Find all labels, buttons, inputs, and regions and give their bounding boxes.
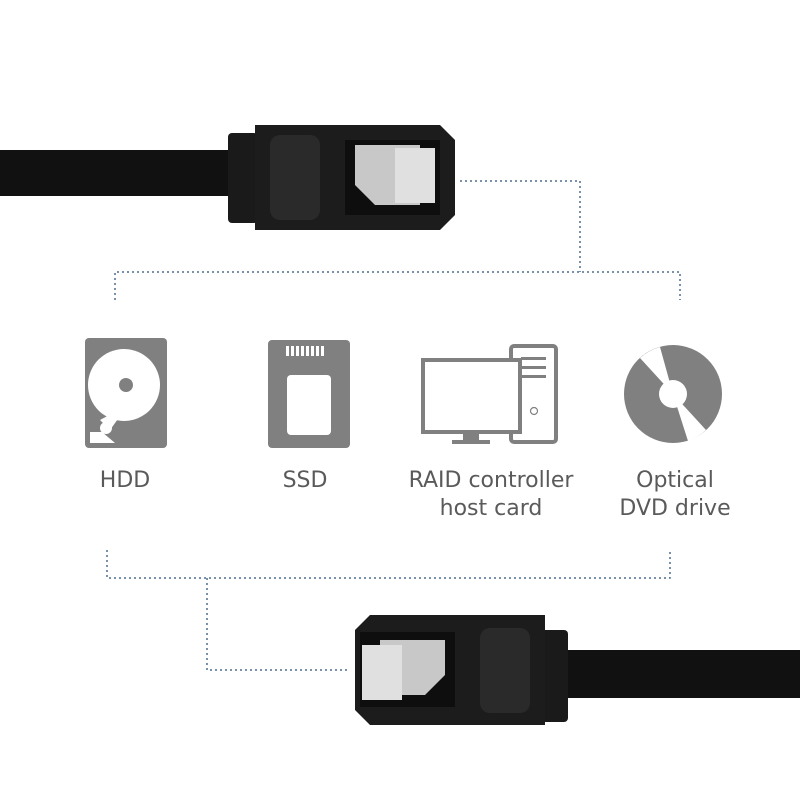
computer-icon [421, 344, 558, 444]
raid-label-line1: RAID controller [408, 468, 574, 493]
optical-disc-icon [624, 345, 722, 443]
raid-label-line2: host card [439, 496, 543, 521]
hdd-icon [85, 338, 167, 448]
optical-label-line2: DVD drive [619, 496, 731, 521]
ssd-label: SSD [282, 468, 328, 493]
top-sata-connector [0, 125, 455, 230]
bottom-sata-connector [355, 615, 800, 725]
ssd-icon [268, 340, 350, 448]
hdd-label: HDD [99, 468, 151, 493]
dotted-connector-lines [106, 180, 681, 671]
raid-label: RAID controller host card [391, 467, 591, 523]
optical-label-line1: Optical [636, 468, 714, 493]
